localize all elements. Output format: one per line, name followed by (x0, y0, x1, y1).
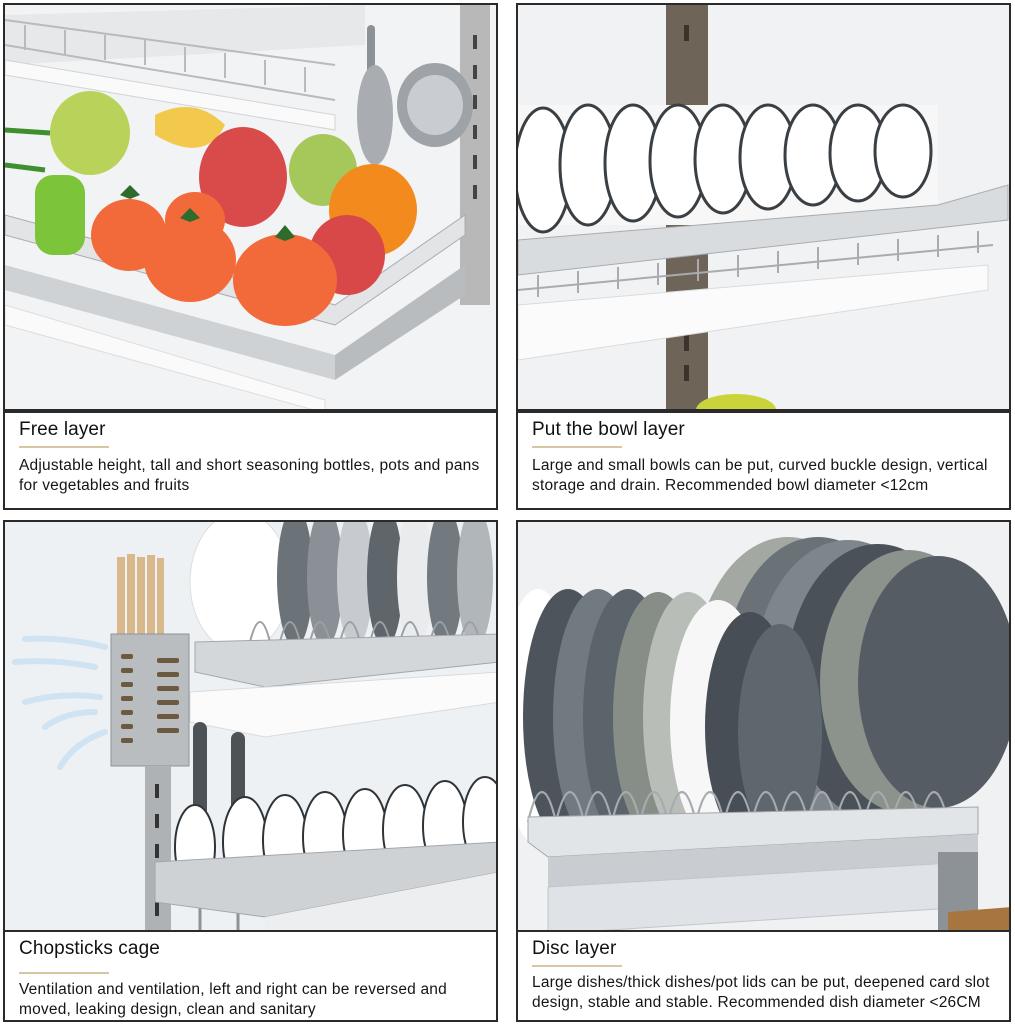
title-underline (532, 965, 622, 967)
caption-description: Large dishes/thick dishes/pot lids can b… (532, 974, 990, 1011)
caption-title: Put the bowl layer (532, 419, 685, 440)
title-underline (532, 446, 622, 448)
caption-title: Disc layer (532, 938, 617, 959)
caption-description: Large and small bowls can be put, curved… (532, 457, 988, 494)
title-underline (19, 446, 109, 448)
caption-bowl-layer: Put the bowl layer Large and small bowls… (516, 411, 1011, 510)
bowl-rack-photo (516, 3, 1011, 411)
plate-rack-photo (516, 520, 1011, 932)
caption-chopsticks-cage: Chopsticks cage Ventilation and ventilat… (3, 930, 498, 1022)
caption-description: Adjustable height, tall and short season… (19, 457, 480, 494)
title-underline (19, 972, 109, 974)
fruit-vegetable-basket-photo (3, 3, 498, 411)
caption-description: Ventilation and ventilation, left and ri… (19, 981, 447, 1018)
caption-title: Chopsticks cage (19, 938, 160, 959)
caption-disc-layer: Disc layer Large dishes/thick dishes/pot… (516, 930, 1011, 1022)
caption-free-layer: Free layer Adjustable height, tall and s… (3, 411, 498, 510)
caption-title: Free layer (19, 419, 106, 440)
chopsticks-holder-photo (3, 520, 498, 932)
